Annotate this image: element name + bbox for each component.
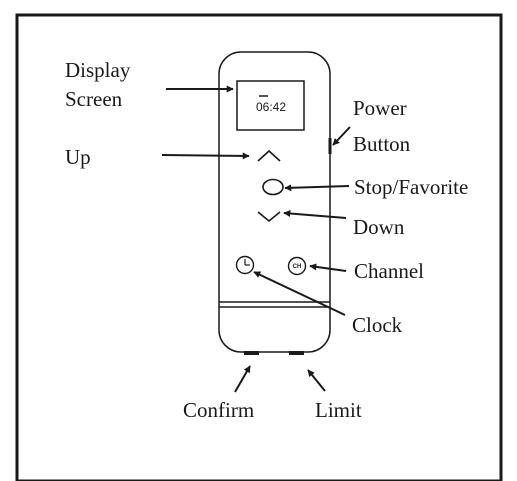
channel-icon-text: CH bbox=[293, 264, 302, 270]
down-arrow-pointer bbox=[283, 210, 347, 219]
channel-label: Channel bbox=[354, 259, 424, 283]
stop-favorite-arrow bbox=[284, 184, 350, 192]
stop-favorite-label: Stop/Favorite bbox=[354, 175, 468, 199]
power-button-label-line1: Power bbox=[353, 96, 407, 120]
limit-label: Limit bbox=[315, 398, 362, 422]
display-time: 06:42 bbox=[256, 100, 286, 114]
display-screen-label-line2: Screen bbox=[65, 87, 123, 111]
clock-icon[interactable] bbox=[235, 255, 255, 275]
down-label: Down bbox=[353, 215, 405, 239]
down-arrow-icon[interactable] bbox=[257, 211, 281, 223]
clock-arrow bbox=[253, 271, 346, 316]
confirm-arrow bbox=[234, 365, 251, 393]
limit-button[interactable] bbox=[289, 351, 304, 355]
limit-arrow bbox=[307, 369, 326, 392]
channel-arrow bbox=[309, 263, 347, 272]
channel-icon[interactable]: CH bbox=[287, 256, 307, 276]
power-button-arrow bbox=[332, 126, 351, 146]
clock-label: Clock bbox=[352, 313, 403, 337]
up-label: Up bbox=[65, 145, 91, 169]
confirm-button[interactable] bbox=[244, 351, 259, 355]
stop-circle-icon[interactable] bbox=[262, 178, 284, 196]
confirm-label: Confirm bbox=[183, 398, 254, 422]
display-screen: 06:42 bbox=[236, 80, 305, 131]
up-arrow-icon[interactable] bbox=[257, 149, 281, 162]
up-arrow-pointer bbox=[161, 152, 250, 160]
display-screen-label-line1: Display bbox=[65, 58, 131, 82]
power-button-label-line2: Button bbox=[353, 132, 411, 156]
